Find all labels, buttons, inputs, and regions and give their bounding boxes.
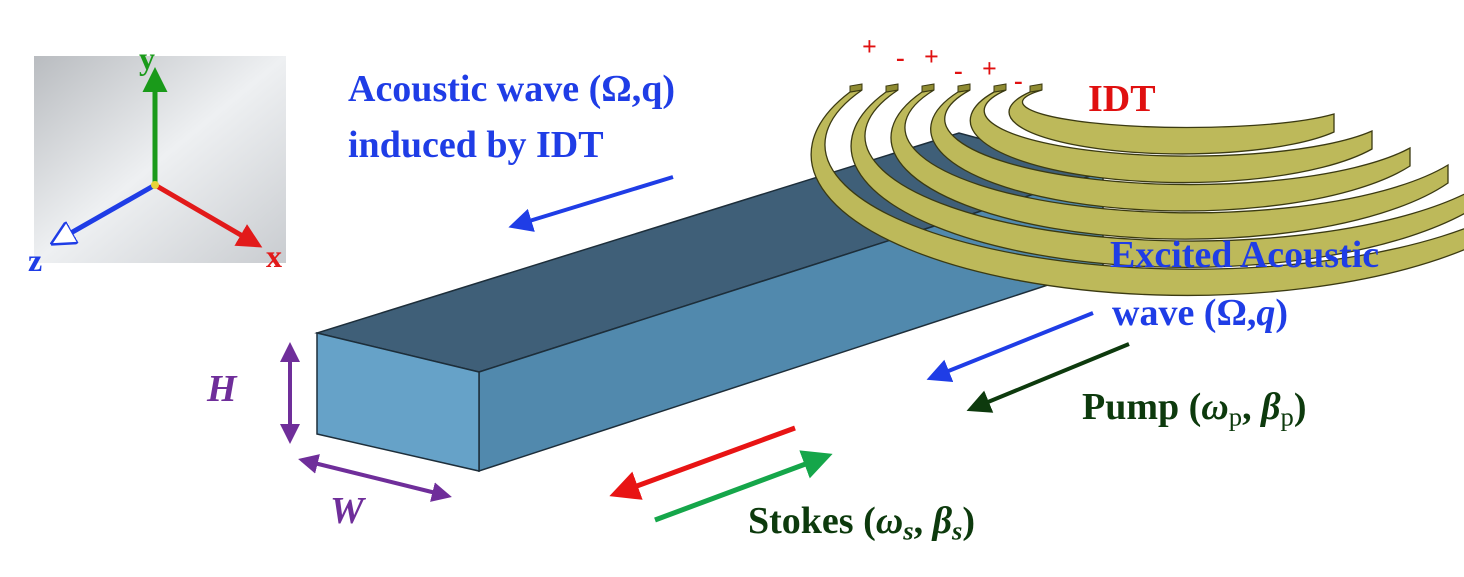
width-dimension-arrow — [298, 454, 452, 502]
idt-electrode-lip — [957, 83, 971, 93]
pump-label: Pump (ωp, βp) — [1082, 388, 1307, 430]
excited-acoustic-close: ) — [1275, 292, 1289, 334]
width-label: W — [330, 490, 364, 532]
idt-electrode-finger — [890, 89, 1449, 240]
stokes-sep: , — [913, 500, 933, 542]
waveguide-front-face — [316, 332, 480, 472]
idt-electrode-finger — [969, 89, 1373, 184]
stokes-backward-arrow — [609, 425, 796, 500]
pump-close: ) — [1293, 386, 1307, 428]
stokes-omega-sub: s — [903, 515, 914, 546]
electrode-sign: + — [862, 32, 877, 61]
idt-electrode-lip — [921, 83, 935, 93]
stokes-beta-sub: s — [952, 515, 963, 546]
idt-electrode-finger — [930, 89, 1411, 212]
pump-arrow — [966, 342, 1130, 413]
stokes-forward-arrow — [654, 450, 833, 523]
stokes-omega: ω — [875, 500, 904, 542]
excited-acoustic-label-line1: Excited Acoustic — [1110, 234, 1380, 276]
idt-electrode-lip — [885, 83, 899, 93]
idt-electrode-finger — [810, 89, 1464, 297]
x-axis-label: x — [266, 238, 282, 274]
stokes-text: Stokes ( — [748, 500, 876, 542]
excited-acoustic-arrow — [926, 311, 1094, 382]
idt-electrode-lip — [993, 83, 1007, 93]
z-axis-arrow — [55, 182, 157, 242]
acoustic-wave-label-line1: Acoustic wave (Ω,q) — [348, 68, 675, 110]
electrode-sign: + — [924, 42, 939, 71]
pump-beta: β — [1261, 386, 1281, 428]
height-label: H — [207, 368, 237, 410]
idt-label: IDT — [1088, 78, 1156, 120]
y-axis-label: y — [139, 40, 155, 76]
electrode-sign: - — [954, 56, 963, 85]
idt-electrode-finger — [1008, 89, 1335, 155]
x-axis-arrow — [153, 182, 263, 248]
idt-electrode-finger — [850, 89, 1464, 269]
z-axis-label: z — [28, 242, 43, 278]
axis-inset — [34, 56, 286, 263]
idt-electrodes — [810, 83, 1464, 297]
pump-beta-sub: p — [1280, 401, 1294, 432]
stokes-close: ) — [962, 500, 976, 542]
idt-electrode-lip — [1029, 83, 1043, 93]
acoustic-wave-label-line2: induced by IDT — [348, 124, 604, 166]
pump-omega-sub: p — [1228, 401, 1243, 432]
pump-text: Pump ( — [1082, 386, 1202, 428]
electrode-sign: - — [1014, 66, 1023, 95]
electrode-sign: + — [982, 54, 997, 83]
electrode-sign: - — [896, 43, 905, 72]
axis-origin — [151, 181, 159, 189]
stokes-beta: β — [932, 500, 953, 542]
excited-acoustic-label-line2: wave (Ω,q) — [1112, 294, 1288, 332]
excited-acoustic-text: wave (Ω, — [1112, 292, 1257, 334]
waveguide — [314, 132, 1106, 473]
pump-omega: ω — [1201, 386, 1229, 428]
excited-acoustic-q: q — [1256, 292, 1276, 334]
stokes-label: Stokes (ωs, βs) — [748, 502, 975, 544]
pump-sep: , — [1242, 386, 1262, 428]
idt-electrode-lip — [849, 83, 863, 93]
acoustic-wave-arrow — [508, 175, 674, 232]
